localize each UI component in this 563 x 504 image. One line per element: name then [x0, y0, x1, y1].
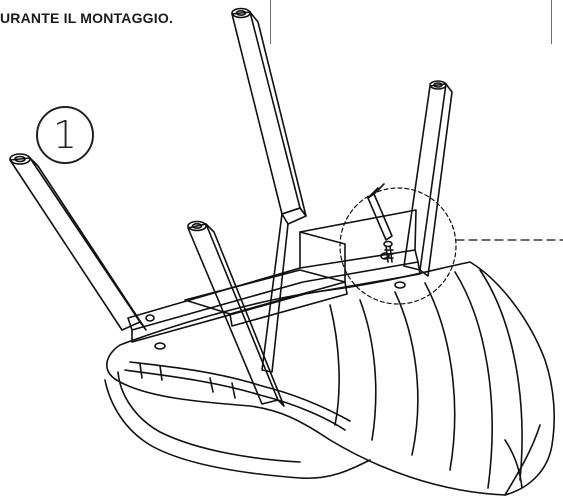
step-number-badge: 1	[36, 106, 94, 164]
chair-leg	[9, 153, 147, 331]
allen-key-icon	[367, 183, 393, 241]
seat-shell	[104, 261, 555, 496]
step-number: 1	[52, 113, 78, 157]
chair-leg	[187, 220, 285, 407]
assembly-caption: URANTE IL MONTAGGIO.	[0, 10, 174, 26]
chair-leg	[231, 7, 307, 373]
panel-divider	[270, 0, 271, 44]
detail-callout-circle	[339, 187, 457, 305]
panel-divider	[551, 0, 552, 44]
screw-icon	[383, 240, 394, 263]
chair-leg	[403, 80, 453, 277]
